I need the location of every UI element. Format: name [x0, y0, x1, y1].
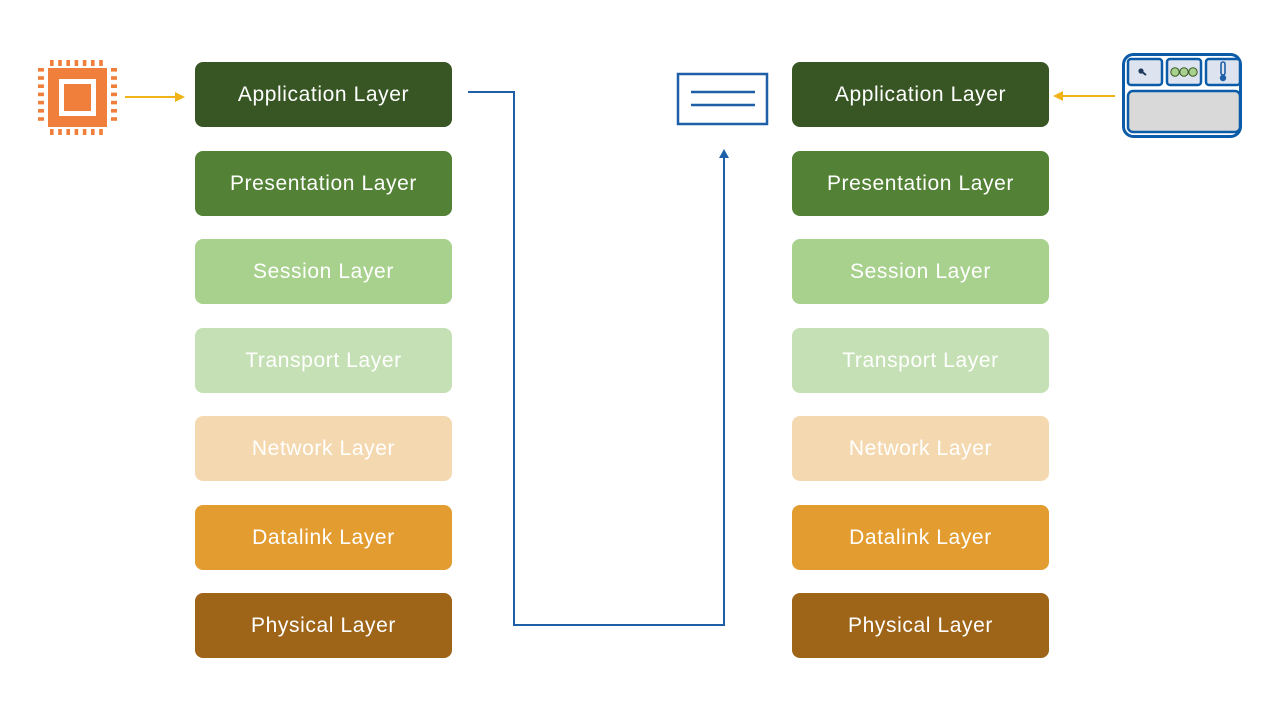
left-layer-transport-layer: Transport Layer [195, 328, 452, 393]
left-layer-application-layer: Application Layer [195, 62, 452, 127]
message-document-icon [676, 72, 769, 126]
right-layer-network-layer: Network Layer [792, 416, 1049, 481]
thermometer-icon [1219, 61, 1227, 82]
right-layer-physical-layer: Physical Layer [792, 593, 1049, 658]
left-layer-presentation-layer: Presentation Layer [195, 151, 452, 216]
right-layer-presentation-layer: Presentation Layer [792, 151, 1049, 216]
right-input-arrow [1053, 91, 1115, 101]
left-layer-session-layer: Session Layer [195, 239, 452, 304]
sensor-dots-icon [1170, 67, 1198, 77]
right-layer-transport-layer: Transport Layer [792, 328, 1049, 393]
left-input-arrow [125, 92, 185, 102]
left-layer-physical-layer: Physical Layer [195, 593, 452, 658]
left-layer-network-layer: Network Layer [195, 416, 452, 481]
right-layer-datalink-layer: Datalink Layer [792, 505, 1049, 570]
cpu-chip-icon [38, 60, 117, 135]
right-layer-session-layer: Session Layer [792, 239, 1049, 304]
right-layer-application-layer: Application Layer [792, 62, 1049, 127]
sensor-panel-icon [1122, 53, 1242, 138]
left-layer-datalink-layer: Datalink Layer [195, 505, 452, 570]
tool-icon [1138, 68, 1147, 76]
